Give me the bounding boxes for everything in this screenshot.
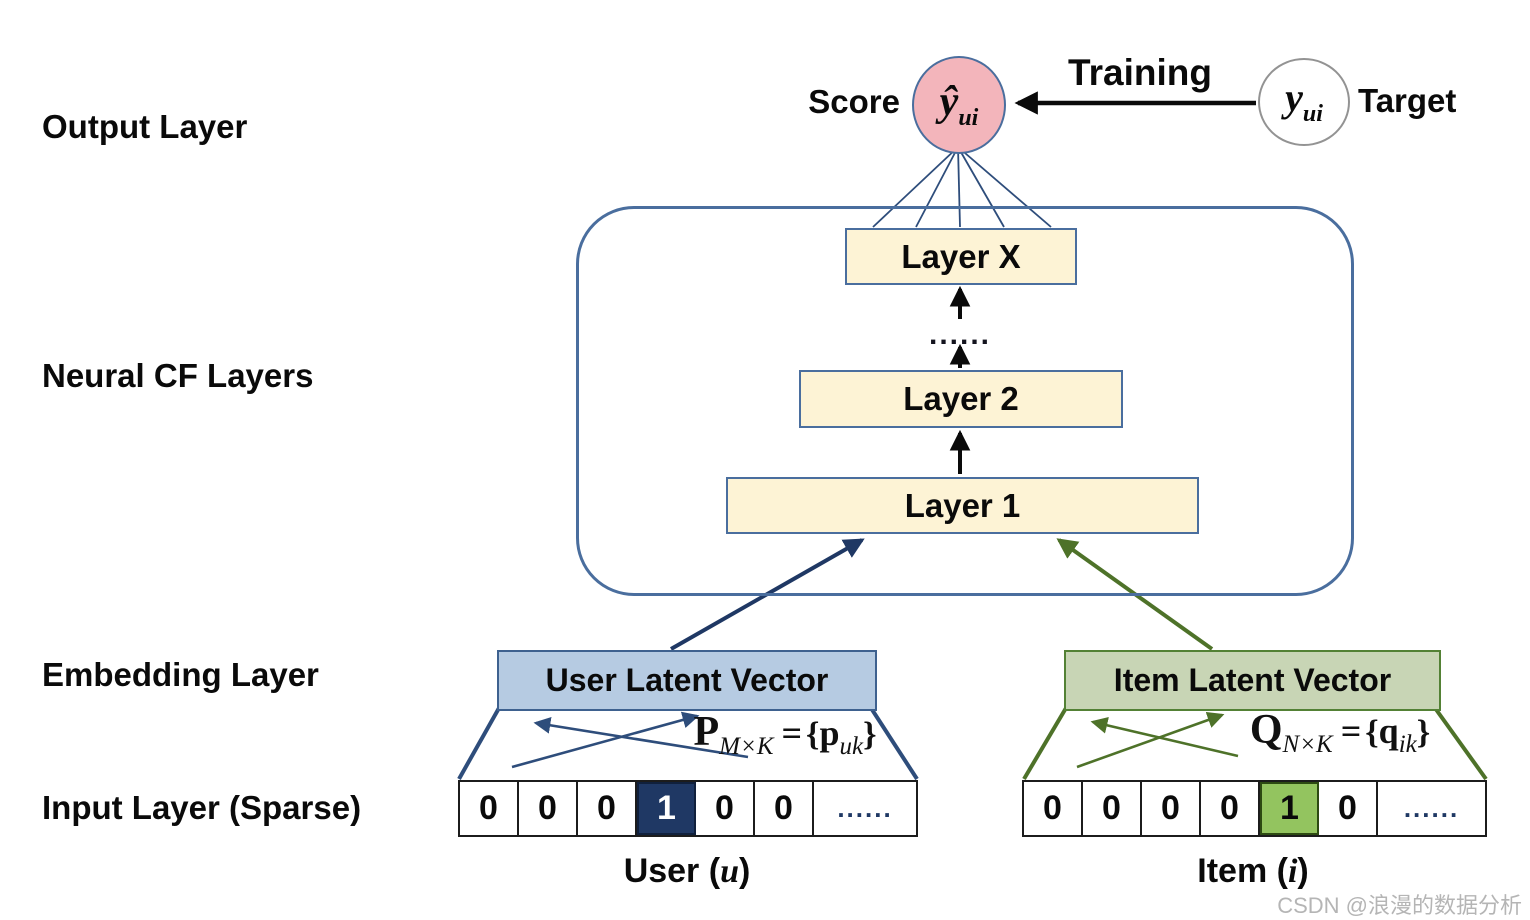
user-input-cell-ellipsis: ...... [837,793,893,823]
neural-cf-frame [576,206,1354,596]
target-subscript: ui [1302,101,1323,127]
user-input-cell: 0 [696,782,755,835]
item-trapezoid-left-edge [1022,706,1068,781]
item-caption: Item (i) [1143,852,1363,891]
user-trapezoid-left-edge [457,707,501,780]
target-node: yui [1258,58,1350,146]
training-label: Training [1068,52,1212,93]
item-formula-close-brace: } [1416,714,1431,751]
item-input-cell-ellipsis: ...... [1403,793,1460,823]
item-input-cell: 0 [1319,782,1378,835]
item-input-cell: 0 [1201,782,1260,835]
layer-2-box: Layer 2 [799,370,1123,428]
label-output-layer: Output Layer [42,108,248,145]
user-input-vector: 0 0 0 1 0 0 ...... [458,780,918,837]
item-input-cell: 0 [1024,782,1083,835]
score-label: Score [808,83,900,120]
item-vector-subscript: ik [1398,731,1417,758]
item-caption-suffix: ) [1297,852,1309,890]
user-matrix-subscript: M×K [719,733,774,760]
user-formula-close-brace: } [863,716,877,753]
user-caption-variable: u [720,853,739,890]
layers-ellipsis: ...... [928,318,991,351]
item-matrix-symbol: Q [1249,707,1283,753]
user-caption-prefix: User ( [623,852,721,890]
label-embedding-layer: Embedding Layer [42,656,319,693]
target-label: Target [1358,82,1457,119]
user-matrix-symbol: P [693,709,720,755]
item-lookup-arrows [1076,711,1239,769]
score-subscript: ui [958,104,979,131]
user-formula-equals: = [781,713,803,753]
item-vector-symbol: q [1378,711,1399,751]
label-neural-cf-layers: Neural CF Layers [42,357,314,394]
target-symbol: y [1285,75,1303,120]
item-input-cell: 0 [1142,782,1201,835]
user-input-cell-hot: 1 [637,782,696,835]
item-caption-variable: i [1287,853,1298,890]
user-latent-vector-box: User Latent Vector [497,650,877,711]
watermark: CSDN @浪漫的数据分析 [1277,893,1522,918]
label-input-layer: Input Layer (Sparse) [42,789,362,826]
item-matrix-subscript: N×K [1282,731,1333,758]
user-caption: User (u) [577,852,797,891]
user-input-cell: 0 [519,782,578,835]
item-input-cell-hot: 1 [1260,782,1319,835]
user-input-cell: 0 [755,782,814,835]
layer-x-box: Layer X [845,228,1077,285]
score-node: ŷui [912,56,1006,154]
item-input-cell: 0 [1083,782,1142,835]
user-caption-suffix: ) [738,852,751,890]
user-formula-open-brace: { [806,716,820,753]
item-caption-prefix: Item ( [1197,852,1288,890]
user-vector-subscript: uk [839,733,864,760]
item-input-vector: 0 0 0 0 1 0 ...... [1022,780,1487,837]
item-formula-equals: = [1340,711,1362,751]
user-embedding-formula: PM×K ={puk} [660,708,910,761]
layer-1-box: Layer 1 [726,477,1199,534]
user-vector-symbol: p [819,713,840,753]
user-input-cell: 0 [578,782,637,835]
item-latent-vector-box: Item Latent Vector [1064,650,1441,711]
score-symbol: ŷ [939,78,959,125]
item-embedding-formula: QN×K ={qik} [1225,706,1455,759]
user-input-cell: 0 [460,782,519,835]
item-formula-open-brace: { [1365,714,1379,751]
